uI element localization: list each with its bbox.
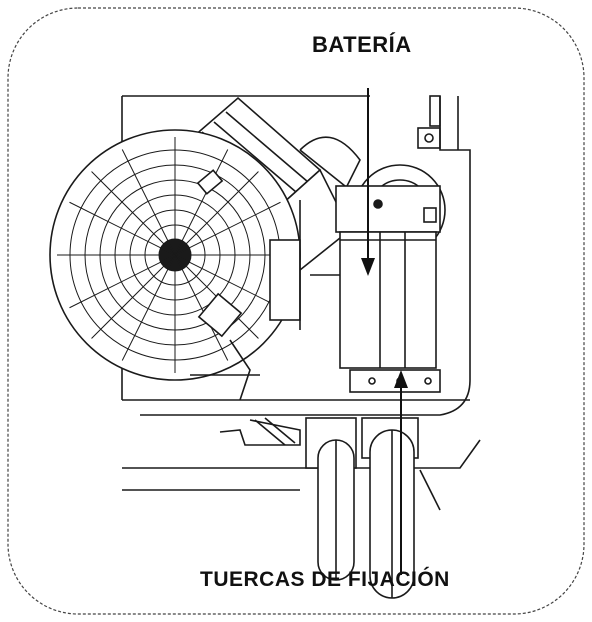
battery-label: BATERÍA: [312, 32, 412, 57]
dashed-border: [7, 7, 585, 615]
motor-fan-grille: [49, 129, 301, 381]
battery-box: [335, 185, 441, 393]
nuts-arrow: [394, 370, 408, 575]
machine-drawing: [49, 95, 481, 599]
mounting-nuts-label: TUERCAS DE FIJACIÓN: [200, 568, 450, 591]
caster-wheels: [305, 417, 441, 599]
battery-arrow: [361, 88, 375, 276]
